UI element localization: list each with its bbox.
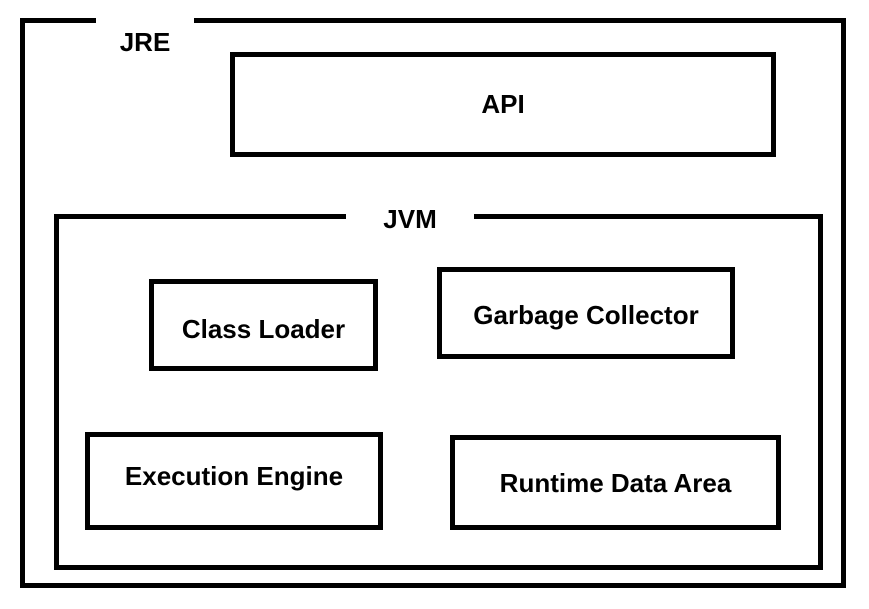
jvm-label-gap [346,212,474,222]
jre-label-gap [96,16,194,26]
runtime-data-area-box: Runtime Data Area [450,435,781,530]
api-label: API [481,89,525,119]
jre-label: JRE [96,29,194,55]
garbage-collector-box: Garbage Collector [437,267,735,359]
execution-engine-label: Execution Engine [124,461,344,491]
api-box: API [230,52,776,157]
execution-engine-box: Execution Engine [85,432,383,530]
jvm-label: JVM [383,204,437,234]
class-loader-box: Class Loader [149,279,378,371]
jre-container [20,18,846,588]
runtime-data-area-label: Runtime Data Area [499,468,732,498]
garbage-collector-label: Garbage Collector [473,300,699,330]
class-loader-label: Class Loader [181,314,346,344]
